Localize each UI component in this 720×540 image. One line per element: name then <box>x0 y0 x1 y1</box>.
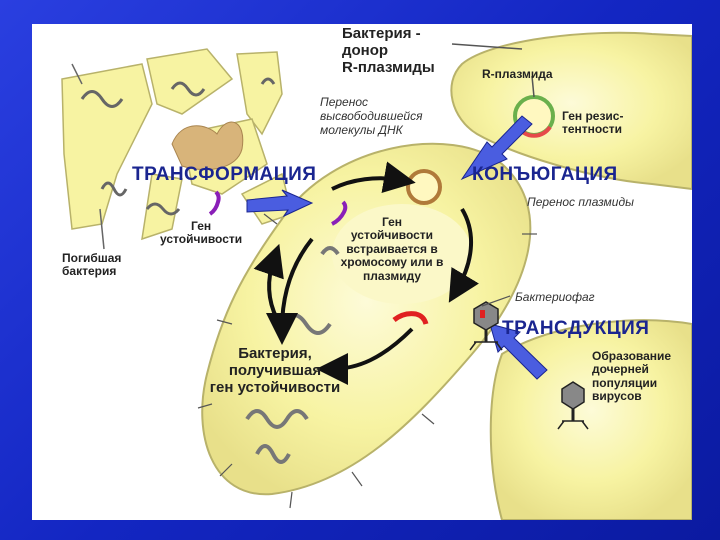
transferred-plasmid <box>406 169 442 205</box>
transformation-title: ТРАНСФОРМАЦИЯ <box>132 164 317 185</box>
virus-population-label: Образование дочерней популяции вирусов <box>592 349 672 404</box>
transformation-arrow <box>246 189 314 218</box>
recipient-label: Бактерия, получившая ген устойчивости <box>209 345 341 396</box>
integration-cycle-arrows <box>253 161 479 385</box>
integration-label: Ген устойчивости встраивается в хромосом… <box>340 215 444 283</box>
free-gene-label: Ген устойчивости <box>160 219 243 247</box>
dead-cell-pointer-lines <box>71 63 105 250</box>
donor-bacterium <box>450 31 692 191</box>
daughter-virus-icon <box>557 381 589 430</box>
free-resistance-gene <box>208 190 221 216</box>
bacteriophage-icon <box>469 301 503 351</box>
donor-label: Бактерия - донор R-плазмиды <box>342 25 435 76</box>
dead-cell-dna-strands <box>80 77 276 216</box>
dead-bacterium-label: Погибшая бактерия <box>62 251 122 279</box>
uptaken-resistance-gene <box>331 200 348 226</box>
chromosome-region <box>332 204 472 304</box>
conjugation-arrow <box>460 115 533 181</box>
diagram-canvas: Бактерия - донор R-плазмиды R-плазмида Г… <box>32 24 692 520</box>
bacteriophage-label: Бактериофаг <box>515 290 595 304</box>
transduction-arrow <box>489 323 548 380</box>
donor-pointer-line <box>451 43 523 50</box>
plasmid-transfer-label: Перенос плазмиды <box>527 195 634 209</box>
conjugation-title: КОНЪЮГАЦИЯ <box>472 164 618 185</box>
released-dna-blob <box>171 121 244 171</box>
transduction-title: ТРАНСДУКЦИЯ <box>502 318 650 339</box>
r-plasmid-label: R-плазмида <box>482 67 553 81</box>
phage-pointer-line <box>481 295 511 307</box>
transduced-resistance-gene <box>392 311 429 325</box>
resistance-gene-donor-label: Ген резис- тентности <box>562 109 624 137</box>
r-plasmid-pointer-line <box>531 75 535 98</box>
diagram-graphics <box>61 31 692 520</box>
dna-transfer-label: Перенос высвободившейся молекулы ДНК <box>320 95 423 137</box>
